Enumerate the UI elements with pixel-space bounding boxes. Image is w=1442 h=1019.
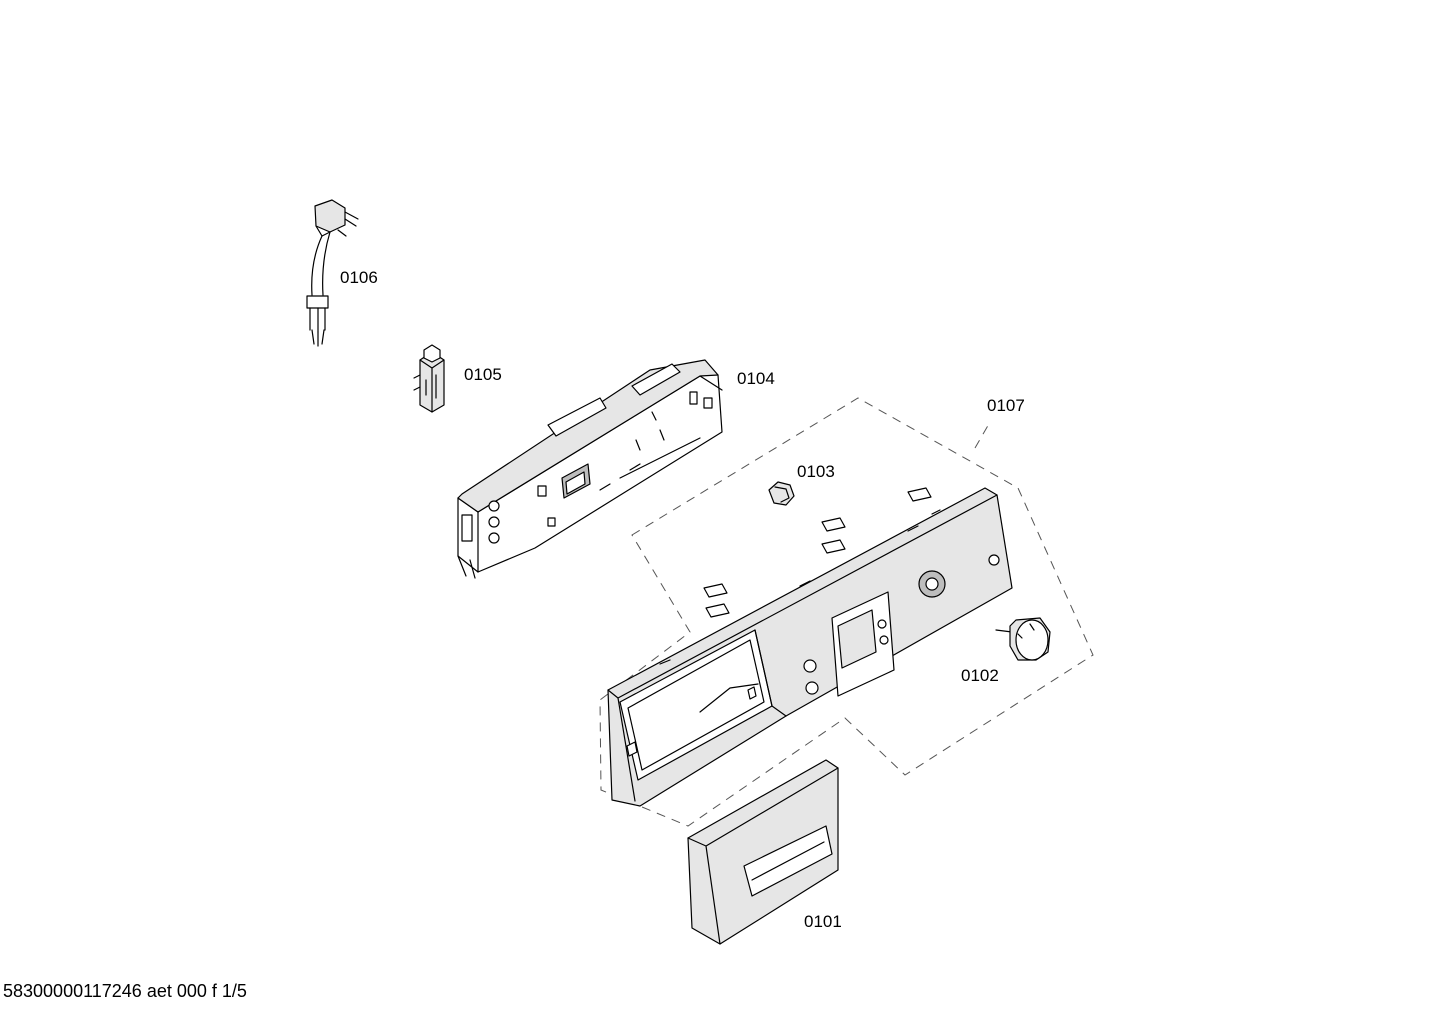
- control-panel-part: [607, 487, 1013, 807]
- switch-part: [413, 344, 445, 413]
- mains-plug-part: [306, 199, 359, 347]
- part-label-0104: 0104: [737, 369, 775, 388]
- push-rods: [703, 487, 932, 618]
- programme-knob-part: [995, 617, 1051, 661]
- electronic-module-part: [457, 359, 723, 579]
- drawer-handle-part: [687, 759, 839, 945]
- part-label-0106: 0106: [340, 268, 378, 287]
- part-label-0103: 0103: [797, 462, 835, 481]
- light-guide-part: [768, 481, 795, 506]
- assembly-outline-0107: [599, 397, 1094, 827]
- part-label-0107: 0107: [987, 396, 1025, 415]
- part-label-0105: 0105: [464, 365, 502, 384]
- document-reference: 58300000117246 aet 000 f 1/5: [3, 981, 247, 1001]
- part-label-0102: 0102: [961, 666, 999, 685]
- part-label-0101: 0101: [804, 912, 842, 931]
